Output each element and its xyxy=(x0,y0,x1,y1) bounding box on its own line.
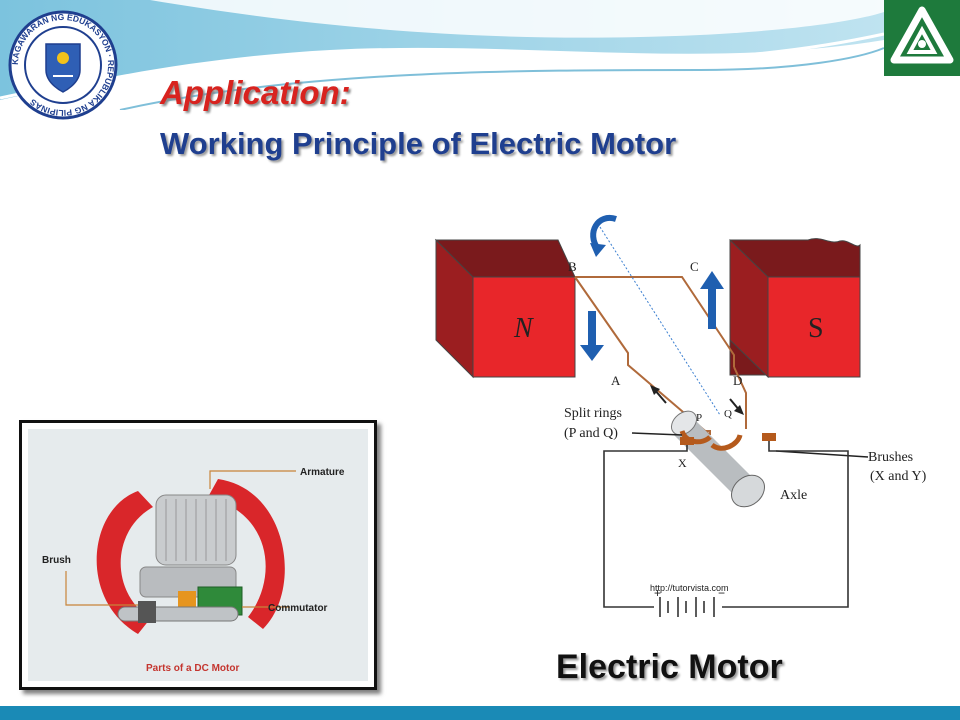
point-p: P xyxy=(696,412,702,424)
dc-magnet-right xyxy=(208,479,285,629)
header-banner xyxy=(0,0,885,110)
brushes-label-1: Brushes xyxy=(868,450,913,465)
axle-label: Axle xyxy=(780,488,807,503)
south-magnet: S xyxy=(729,238,861,379)
dc-shaft xyxy=(117,606,239,622)
north-magnet: N xyxy=(434,238,576,379)
axle-cylinder xyxy=(670,410,765,508)
brush-y xyxy=(762,433,776,441)
point-d: D xyxy=(733,373,742,388)
electric-motor-caption: Electric Motor xyxy=(556,648,783,686)
slide-subtitle: Working Principle of Electric Motor xyxy=(160,126,677,161)
dc-label-commutator: Commutator xyxy=(268,603,328,614)
rotation-axis xyxy=(599,226,721,416)
corner-logo xyxy=(884,0,960,76)
dc-brush xyxy=(138,601,156,623)
split-rings-label-2: (P and Q) xyxy=(564,426,618,441)
force-arrow-down xyxy=(580,311,604,361)
force-arrow-up xyxy=(700,271,724,329)
banner-wave-line-2 xyxy=(119,47,885,110)
footer-bar xyxy=(0,706,960,720)
battery-plus: + xyxy=(654,586,661,600)
magnet-n-label: N xyxy=(513,313,534,344)
dc-label-brush: Brush xyxy=(42,555,71,566)
battery-minus: − xyxy=(718,586,725,600)
magnet-s-label: S xyxy=(808,313,824,344)
brushes-label-2: (X and Y) xyxy=(870,469,927,484)
source-url: http://tutorvista.com xyxy=(650,583,729,593)
seal-shield xyxy=(45,43,81,93)
deped-seal-logo: KAGAWARAN NG EDUKASYON · REPUBLIKA NG PI… xyxy=(8,10,118,120)
point-c: C xyxy=(690,259,699,274)
banner-wave-white xyxy=(150,0,884,38)
dc-motor-parts-figure: Armature Brush Commutator Parts of a DC … xyxy=(19,420,377,690)
point-b: B xyxy=(568,259,577,274)
point-q: Q xyxy=(724,408,732,420)
point-x: X xyxy=(678,456,687,470)
point-a: A xyxy=(611,373,621,388)
dc-magnet-left xyxy=(96,491,153,634)
dc-caption: Parts of a DC Motor xyxy=(146,663,239,674)
dc-label-armature: Armature xyxy=(300,467,345,478)
split-rings-label-1: Split rings xyxy=(564,406,622,421)
external-circuit xyxy=(603,441,849,608)
split-rings xyxy=(679,429,743,451)
slide-title: Application: xyxy=(160,74,351,111)
banner-wave-line xyxy=(0,32,885,100)
battery xyxy=(659,597,715,617)
dc-motor-parts-panel: Armature Brush Commutator Parts of a DC … xyxy=(28,429,368,681)
brush-x xyxy=(680,437,694,445)
electric-motor-diagram: N S B C A D P Q xyxy=(434,214,927,617)
